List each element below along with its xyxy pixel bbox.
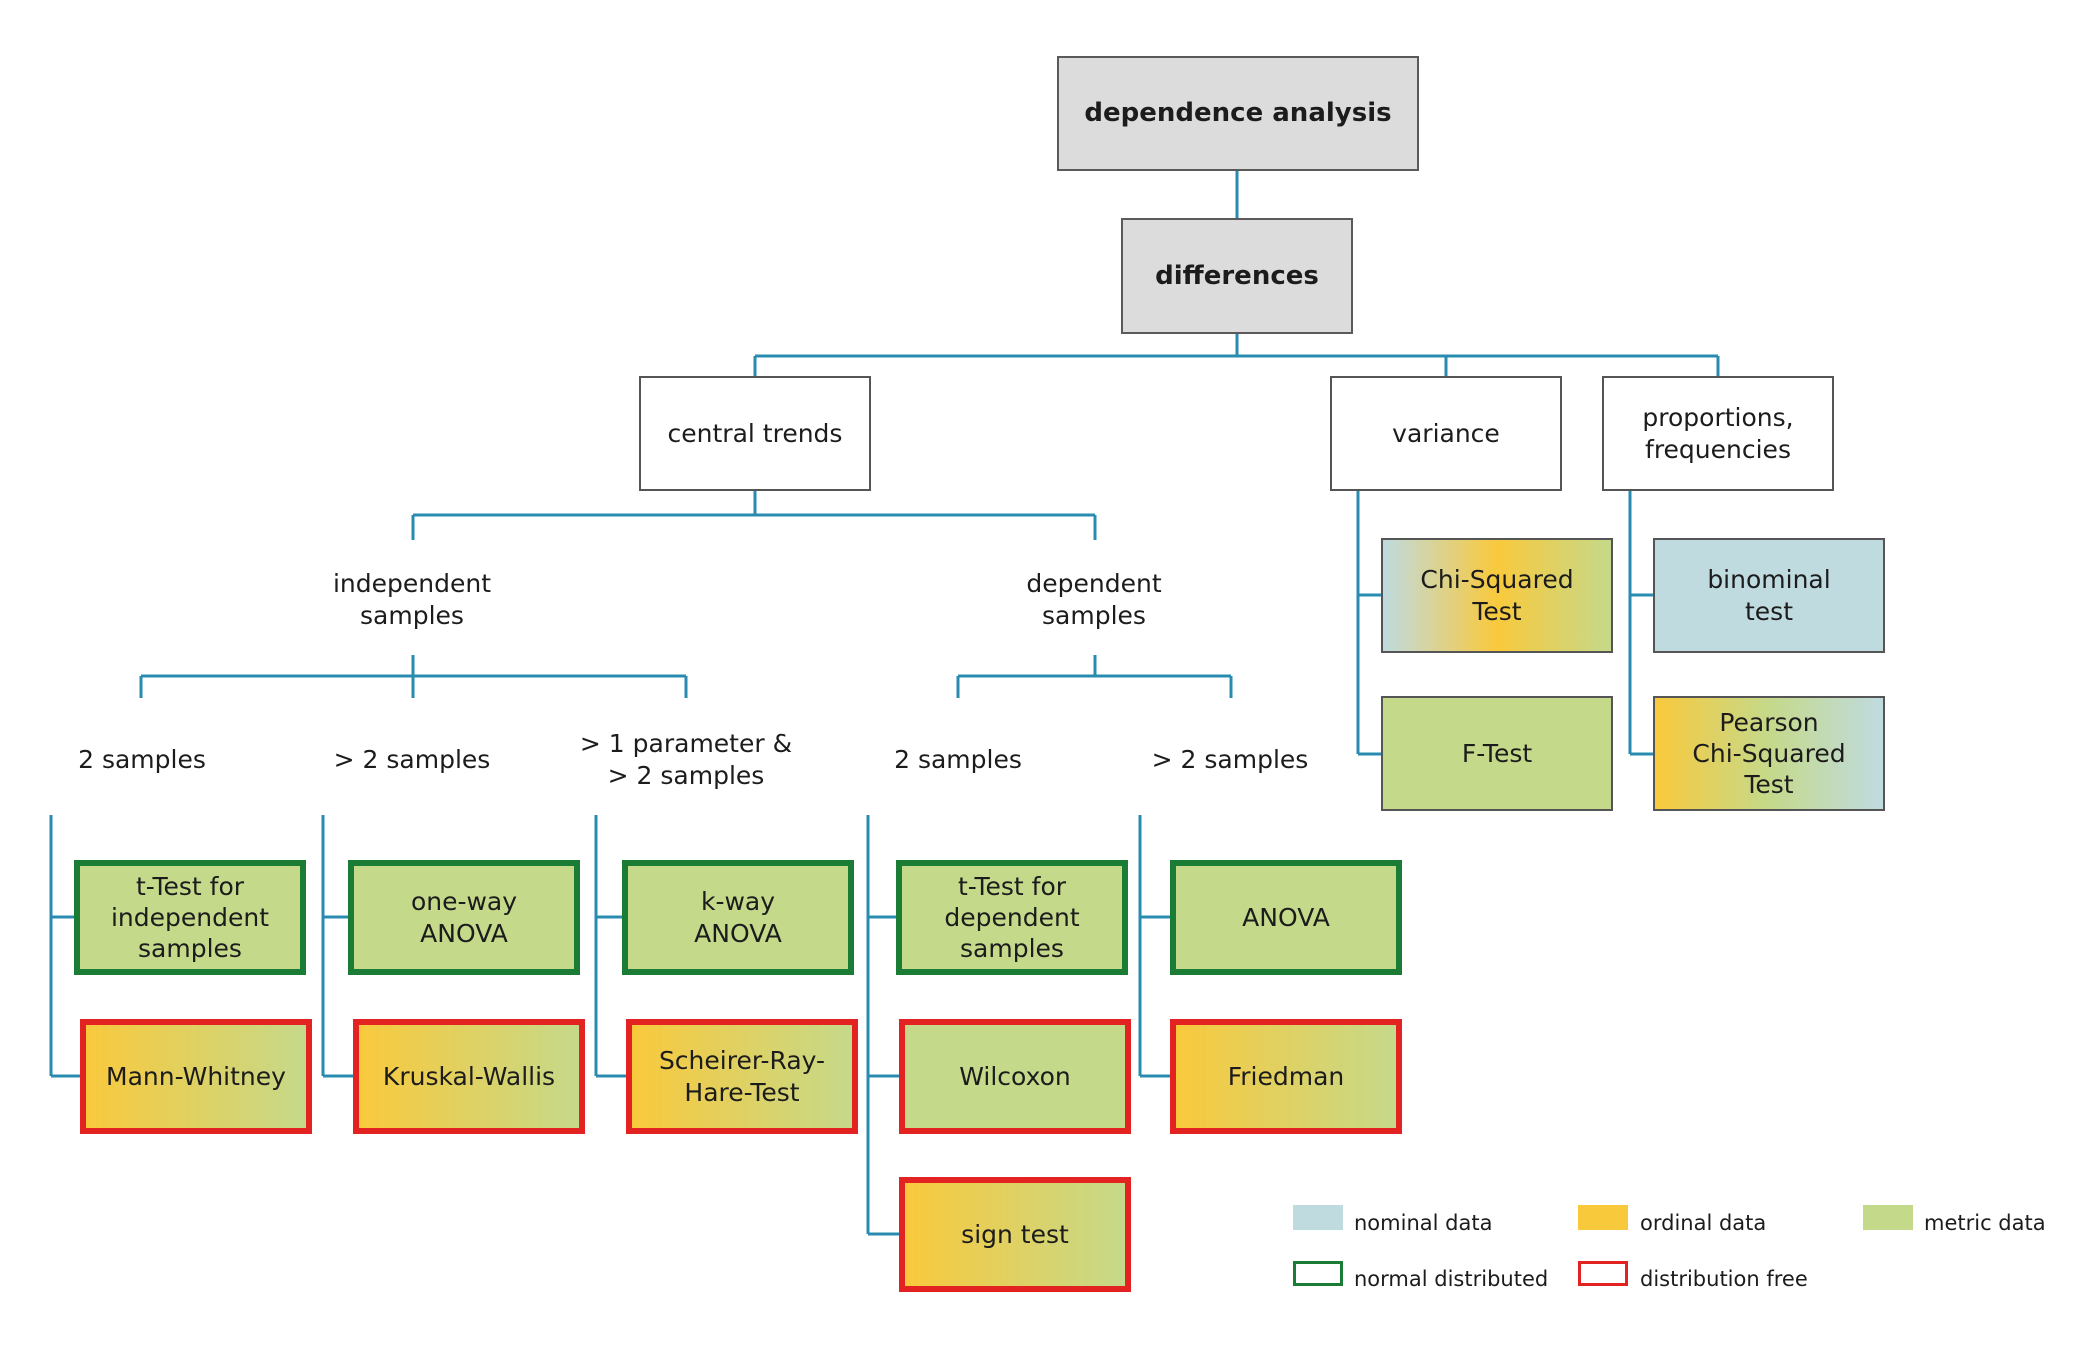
- test-anova: ANOVA: [1170, 860, 1402, 975]
- label-independent-samples: independent samples: [332, 568, 492, 631]
- label-ind-gt2-samples: > 2 samples: [333, 744, 491, 774]
- node-central-trends: central trends: [639, 376, 871, 491]
- label-dep-2-samples: 2 samples: [894, 744, 1022, 774]
- label-dependent-samples: dependent samples: [1026, 568, 1162, 631]
- legend-free-label: distribution free: [1640, 1267, 1808, 1291]
- test-t-test-dependent: t-Test for dependent samples: [896, 860, 1128, 975]
- test-f-test: F-Test: [1381, 696, 1613, 811]
- test-sign-test: sign test: [899, 1177, 1131, 1292]
- legend-ordinal-label: ordinal data: [1640, 1211, 1767, 1235]
- test-friedman: Friedman: [1170, 1019, 1402, 1134]
- legend-normal-swatch: [1293, 1261, 1343, 1286]
- node-dependence-analysis: dependence analysis: [1057, 56, 1419, 171]
- label-ind-2-samples: 2 samples: [78, 744, 206, 774]
- legend-metric-swatch: [1863, 1205, 1913, 1230]
- test-scheirer-ray-hare: Scheirer-Ray- Hare-Test: [626, 1019, 858, 1134]
- legend-nominal-label: nominal data: [1354, 1211, 1493, 1235]
- test-k-way-anova: k-way ANOVA: [622, 860, 854, 975]
- node-variance: variance: [1330, 376, 1562, 491]
- test-one-way-anova: one-way ANOVA: [348, 860, 580, 975]
- label-dep-gt2-samples: > 2 samples: [1151, 744, 1309, 774]
- test-kruskal-wallis: Kruskal-Wallis: [353, 1019, 585, 1134]
- test-t-test-independent: t-Test for independent samples: [74, 860, 306, 975]
- label-ind-parameter-samples: > 1 parameter & > 2 samples: [579, 728, 793, 791]
- legend-free-swatch: [1578, 1261, 1628, 1286]
- legend-normal-label: normal distributed: [1354, 1267, 1549, 1291]
- test-binominal: binominal test: [1653, 538, 1885, 653]
- legend-nominal-swatch: [1293, 1205, 1343, 1230]
- test-wilcoxon: Wilcoxon: [899, 1019, 1131, 1134]
- legend-ordinal-swatch: [1578, 1205, 1628, 1230]
- legend-metric-label: metric data: [1924, 1211, 2046, 1235]
- test-mann-whitney: Mann-Whitney: [80, 1019, 312, 1134]
- test-chi-squared: Chi-Squared Test: [1381, 538, 1613, 653]
- node-differences: differences: [1121, 218, 1353, 334]
- test-pearson-chi-squared: Pearson Chi-Squared Test: [1653, 696, 1885, 811]
- node-proportions-frequencies: proportions, frequencies: [1602, 376, 1834, 491]
